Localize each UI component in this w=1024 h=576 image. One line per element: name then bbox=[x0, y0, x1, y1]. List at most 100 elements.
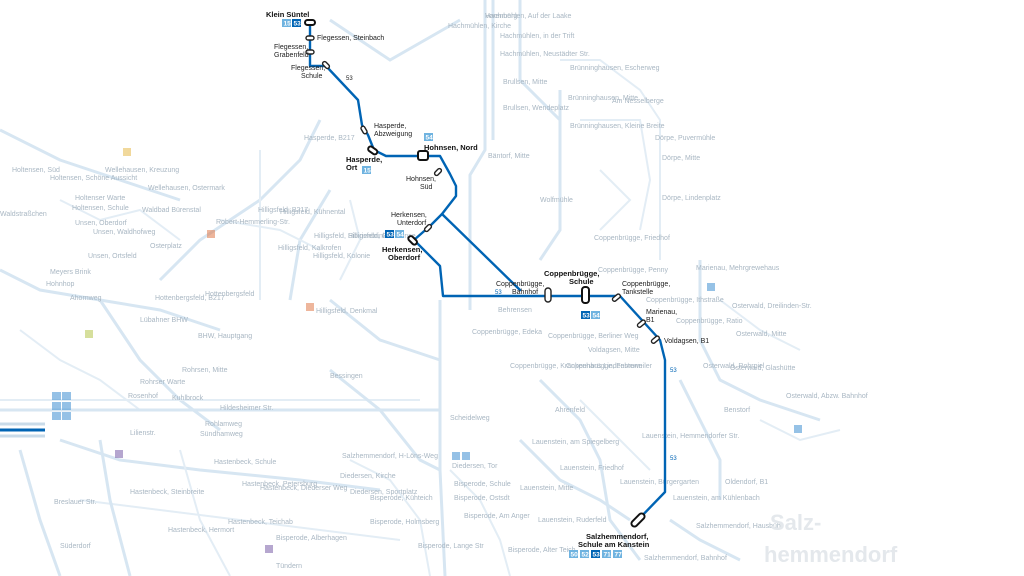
background-stop-label: BHW, Hauptgang bbox=[198, 333, 252, 340]
stop-herkensen-oberdorf[interactable] bbox=[407, 235, 418, 246]
background-stop-label: Unsen, Waldhofweg bbox=[93, 229, 155, 236]
stop-label: Hohnsen, bbox=[406, 176, 436, 183]
stop-herkensen-unterdorf[interactable] bbox=[423, 223, 433, 233]
background-stop-label: Bessingen bbox=[330, 373, 363, 380]
background-stop-label: Coppenbrügge, Penny bbox=[598, 267, 669, 274]
background-stop-label: Dörpe, Mitte bbox=[662, 155, 700, 162]
background-stop-label: Bisperode, Kühteich bbox=[370, 495, 433, 502]
background-stop-label: Lübahner BHW bbox=[140, 317, 188, 324]
stop-label: Herkensen, bbox=[391, 212, 427, 219]
stop-label: Coppenbrügge, bbox=[544, 269, 599, 278]
background-stop-label: Hilligsfeld, Gut Oense bbox=[348, 233, 416, 240]
background-stop-label: Holtensen, Schöne Aussicht bbox=[50, 175, 137, 182]
route-marker: 53 bbox=[495, 290, 502, 296]
background-stop-label: Hilligsfeld, Kalkrofen bbox=[278, 245, 342, 252]
stop-label: Coppenbrügge, bbox=[622, 281, 670, 288]
stop-label: Hasperde, bbox=[346, 155, 382, 164]
badge-text: 53 bbox=[593, 552, 601, 559]
background-stop-label: Hachmühlen, in der Trift bbox=[500, 33, 574, 40]
background-stop-label: Hilligsfeld, Denkmal bbox=[316, 308, 378, 315]
background-stop-label: Ahornweg bbox=[70, 295, 102, 302]
badge-line-52 bbox=[580, 550, 589, 558]
background-stop-label: Bisperode, Alter Teich bbox=[508, 547, 576, 554]
stop-flegessen-schule[interactable] bbox=[321, 60, 331, 70]
background-stop-label: Wolfmühle bbox=[540, 197, 573, 204]
stop-hohnsen-sued[interactable] bbox=[433, 167, 443, 177]
background-stop-label: Osterwald, Glashütte bbox=[730, 365, 795, 372]
background-stop-label: Robert-Hemmerling-Str. bbox=[216, 219, 290, 226]
stop-grabenfeld[interactable] bbox=[305, 49, 315, 55]
stop-hohnsen-nord[interactable] bbox=[417, 150, 429, 161]
route-53[interactable]: 53 53 53 53 bbox=[308, 20, 677, 524]
background-stop-label: Salzhemmendorf, Hausbühl bbox=[696, 523, 783, 530]
stop-salzhemmendorf-schule[interactable] bbox=[630, 512, 646, 528]
background-stop-label: Diedersen, Tor bbox=[452, 463, 498, 470]
badge-line-53 bbox=[591, 550, 600, 558]
stop-label: Schule bbox=[301, 73, 323, 80]
background-stop-label: Brünninghausen, Mitte bbox=[568, 95, 638, 102]
badge-line-53 bbox=[385, 230, 394, 238]
town-label-1: Salz- bbox=[770, 510, 821, 535]
stop-label: Grabenfeld bbox=[274, 52, 309, 59]
stop-label-steinbach: Flegessen, Steinbach bbox=[317, 35, 384, 42]
badge-line-77 bbox=[613, 550, 622, 558]
background-stop-label: Bisperode, Lange Str bbox=[418, 543, 484, 550]
background-stop-label: Bisperode, Ostsdt bbox=[454, 495, 510, 502]
background-badges bbox=[52, 148, 802, 553]
stop-voldagsen[interactable] bbox=[650, 335, 660, 344]
stop-label: Herkensen, bbox=[382, 245, 422, 254]
badge-line-71 bbox=[602, 550, 611, 558]
route-marker: 53 bbox=[670, 456, 677, 462]
background-stop-label: Ahrenfeld bbox=[555, 407, 585, 414]
stop-label: Unterdorf bbox=[397, 220, 426, 227]
background-stop-label: Waldbad Bürenstal bbox=[142, 207, 201, 214]
badge-line-15 bbox=[362, 166, 371, 174]
background-stop-label: Hastenbeck, Steinbreite bbox=[130, 489, 204, 496]
stop-label: B1 bbox=[646, 317, 655, 324]
background-stop-label: Osterwald, Dreilinden-Str. bbox=[732, 303, 812, 310]
background-stop-label: Voldagsen, Mitte bbox=[588, 347, 640, 354]
badge-text: 71 bbox=[604, 552, 612, 559]
background-stop-label: Wellehausen, Kreuzung bbox=[105, 167, 179, 174]
stop-label: Marienau, bbox=[646, 309, 677, 316]
background-stop-label: Brullsen, Wendeplatz bbox=[503, 105, 570, 112]
stop-klein-suntel[interactable] bbox=[304, 19, 316, 26]
stop-steinbach[interactable] bbox=[305, 35, 315, 41]
background-stop-label: Lauenstein, Mitte bbox=[520, 485, 573, 492]
badge-line-15 bbox=[282, 19, 291, 27]
background-stop-label: Hachmühlen, Auf der Laake bbox=[485, 13, 571, 20]
background-stop-label: Lauenstein, am Kühlenbach bbox=[673, 495, 760, 502]
stop-coppenbruegge-schule[interactable] bbox=[581, 286, 590, 304]
background-stop-label: Rosenhof bbox=[128, 393, 158, 400]
background-stop-label: Hilligsfeld, Kolonie bbox=[313, 253, 370, 260]
background-stop-label: Hastenbeck, Hermort bbox=[168, 527, 234, 534]
background-stop-label: Hastenbeck, Teichab bbox=[228, 519, 293, 526]
stop-hasperde-ort[interactable] bbox=[367, 145, 379, 156]
background-stop-label: Osterwald, Abzw. Bahnhof bbox=[786, 393, 868, 400]
stops[interactable]: Klein Süntel 15 53 Flegessen, Steinbach … bbox=[266, 10, 709, 559]
background-stop-label: Hilligsfeld, Sibirienbrink bbox=[314, 233, 387, 240]
stop-label: Abzweigung bbox=[374, 131, 412, 138]
stop-label: Flegessen, bbox=[274, 44, 308, 51]
background-stop-label: Dörpe, Lindenplatz bbox=[662, 195, 721, 202]
stop-marienau[interactable] bbox=[636, 319, 646, 328]
background-stop-label: Hasperde, B217 bbox=[304, 135, 355, 142]
badge-line-50 bbox=[569, 550, 578, 558]
background-stop-label: Diedersen, Kirche bbox=[340, 473, 396, 480]
stop-coppenbruegge-bahnhof[interactable] bbox=[544, 287, 552, 303]
background-stop-label: Coppenbrügge, Ithstraße bbox=[646, 297, 724, 304]
background-network bbox=[0, 0, 841, 576]
background-stop-label: Hottenbergsfeld bbox=[205, 291, 255, 298]
background-stop-label: Salzhemmendorf, Bahnhof bbox=[644, 555, 727, 562]
background-stop-label: Diedersen, Sportplatz bbox=[350, 489, 418, 496]
route-marker: 53 bbox=[346, 76, 353, 82]
stop-coppenbruegge-tankstelle[interactable] bbox=[611, 293, 621, 302]
background-stop-label: Coppenbrügge, Friedhof bbox=[594, 235, 670, 242]
background-stop-label: Rohrser Warte bbox=[140, 379, 185, 386]
stop-label: Süd bbox=[420, 184, 433, 191]
background-stop-label: Bisperode, Schule bbox=[454, 481, 511, 488]
stop-hasperde-abzweigung[interactable] bbox=[360, 125, 368, 135]
background-stop-label: Lauenstein, am Spiegelberg bbox=[532, 439, 619, 446]
background-stop-label: Osterwald, Rohrpiel bbox=[703, 363, 765, 370]
